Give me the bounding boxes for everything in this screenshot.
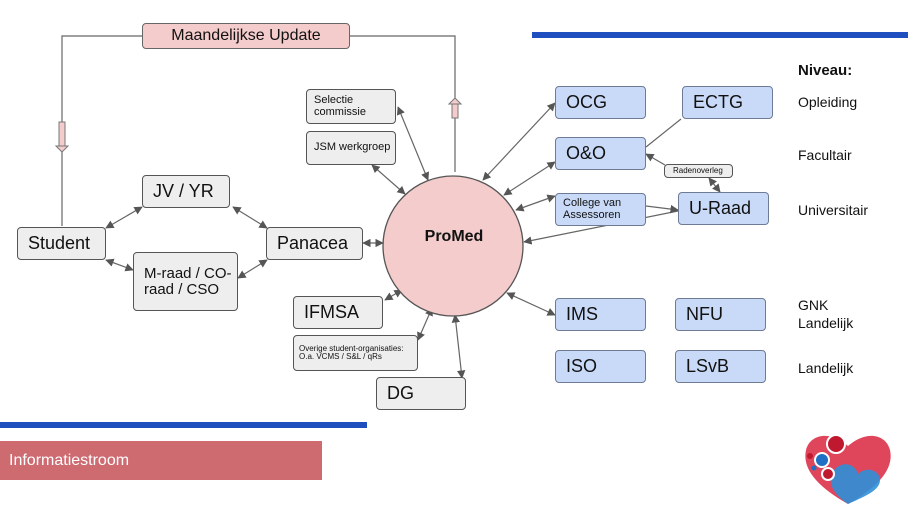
o-en-o-box: O&O [555, 137, 646, 170]
level-opleiding: Opleiding [798, 94, 858, 110]
dg-box: DG [376, 377, 466, 410]
heart-logo-icon [805, 434, 891, 504]
promed-circle [382, 175, 524, 317]
nfu-box: NFU [675, 298, 766, 331]
selectie-commissie-box: Selectie commissie [306, 89, 396, 124]
footer-title: Informatiestroom [0, 441, 322, 480]
panacea-box: Panacea [266, 227, 363, 260]
student-box: Student [17, 227, 106, 260]
radenoverleg-box: Radenoverleg [664, 164, 733, 178]
promed-label: ProMed [424, 228, 484, 245]
monthly-update-box: Maandelijkse Update [142, 23, 350, 49]
u-raad-box: U-Raad [678, 192, 769, 225]
ectg-box: ECTG [682, 86, 773, 119]
iso-box: ISO [555, 350, 646, 383]
ims-box: IMS [555, 298, 646, 331]
ocg-box: OCG [555, 86, 646, 119]
level-heading: Niveau: [798, 62, 853, 79]
college-van-assessoren-box: College van Assessoren [555, 193, 646, 226]
level-universitair: Universitair [798, 202, 869, 218]
bottom-left-rule [0, 422, 367, 428]
overige-organisaties-box: Overige student-organisaties: O.a. VCMS … [293, 335, 418, 371]
ifmsa-box: IFMSA [293, 296, 383, 329]
jsm-werkgroep-box: JSM werkgroep [306, 131, 396, 165]
jv-yr-box: JV / YR [142, 175, 230, 208]
top-right-rule [532, 32, 908, 38]
level-gnk-landelijk: GNK Landelijk [798, 297, 854, 331]
lsvb-box: LSvB [675, 350, 766, 383]
m-raad-box: M-raad / CO-raad / CSO [133, 252, 238, 311]
level-landelijk: Landelijk [798, 360, 854, 376]
level-facultair: Facultair [798, 147, 852, 163]
